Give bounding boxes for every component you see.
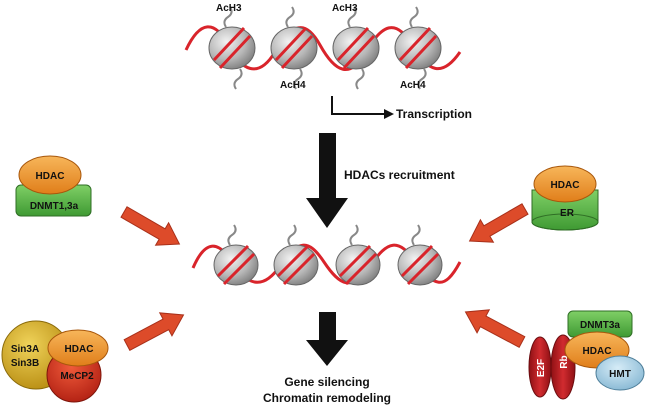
hmt-label: HMT: [609, 369, 631, 380]
hdac-label: HDAC: [583, 346, 612, 357]
nucleosome: [208, 6, 256, 90]
label-ach3: AcH3: [216, 3, 242, 14]
complex-hdac-er: HDAC ER: [531, 165, 599, 231]
nucleosome: [397, 224, 443, 286]
complex-hdac-dnmt: HDAC DNMT1,3a: [15, 155, 92, 217]
nucleosome: [394, 6, 442, 90]
e2f-label: E2F: [536, 359, 547, 377]
transcription-label: Transcription: [396, 107, 472, 121]
er-label: ER: [560, 208, 575, 219]
hdac-oval: [47, 329, 109, 367]
red-arrow: [120, 206, 181, 246]
hdac-oval: [18, 155, 82, 195]
outcome-line-2: Chromatin remodeling: [263, 391, 391, 405]
red-arrow: [468, 203, 529, 243]
dnmt-label: DNMT1,3a: [30, 201, 79, 212]
recruitment-arrow: [306, 133, 348, 228]
top-chromatin: AcH3 AcH3 AcH4 AcH4: [184, 3, 462, 91]
nucleosome: [332, 6, 380, 90]
hdac-label: HDAC: [36, 171, 65, 182]
mecp2-label: MeCP2: [60, 371, 94, 382]
silencing-arrow: [306, 312, 348, 366]
label-ach4: AcH4: [400, 80, 426, 91]
outcome-line-1: Gene silencing: [284, 375, 369, 389]
hdac-label: HDAC: [551, 180, 580, 191]
dnmt3a-label: DNMT3a: [580, 320, 620, 331]
silenced-chromatin: [191, 224, 462, 286]
red-arrow: [464, 309, 526, 348]
nucleosome: [213, 224, 259, 286]
hmt-oval: [595, 355, 645, 391]
transcription-start-arrow: [331, 96, 394, 119]
sin3a-label: Sin3A: [11, 344, 39, 355]
hdac-oval: [533, 165, 597, 203]
hdac-label: HDAC: [65, 344, 94, 355]
rb-label: Rb: [559, 355, 570, 368]
recruitment-label: HDACs recruitment: [344, 168, 455, 182]
nucleosome: [273, 224, 319, 286]
nucleosome: [335, 224, 381, 286]
complex-rb-hdac-dnmt-hmt: DNMT3a HDAC HMT E2F Rb: [528, 310, 645, 400]
complex-sin3-hdac-mecp2: Sin3A Sin3B HDAC MeCP2: [1, 320, 109, 403]
red-arrow: [123, 312, 185, 351]
label-ach3: AcH3: [332, 3, 358, 14]
nucleosome: [270, 6, 318, 90]
label-ach4: AcH4: [280, 80, 306, 91]
sin3b-label: Sin3B: [11, 358, 39, 369]
